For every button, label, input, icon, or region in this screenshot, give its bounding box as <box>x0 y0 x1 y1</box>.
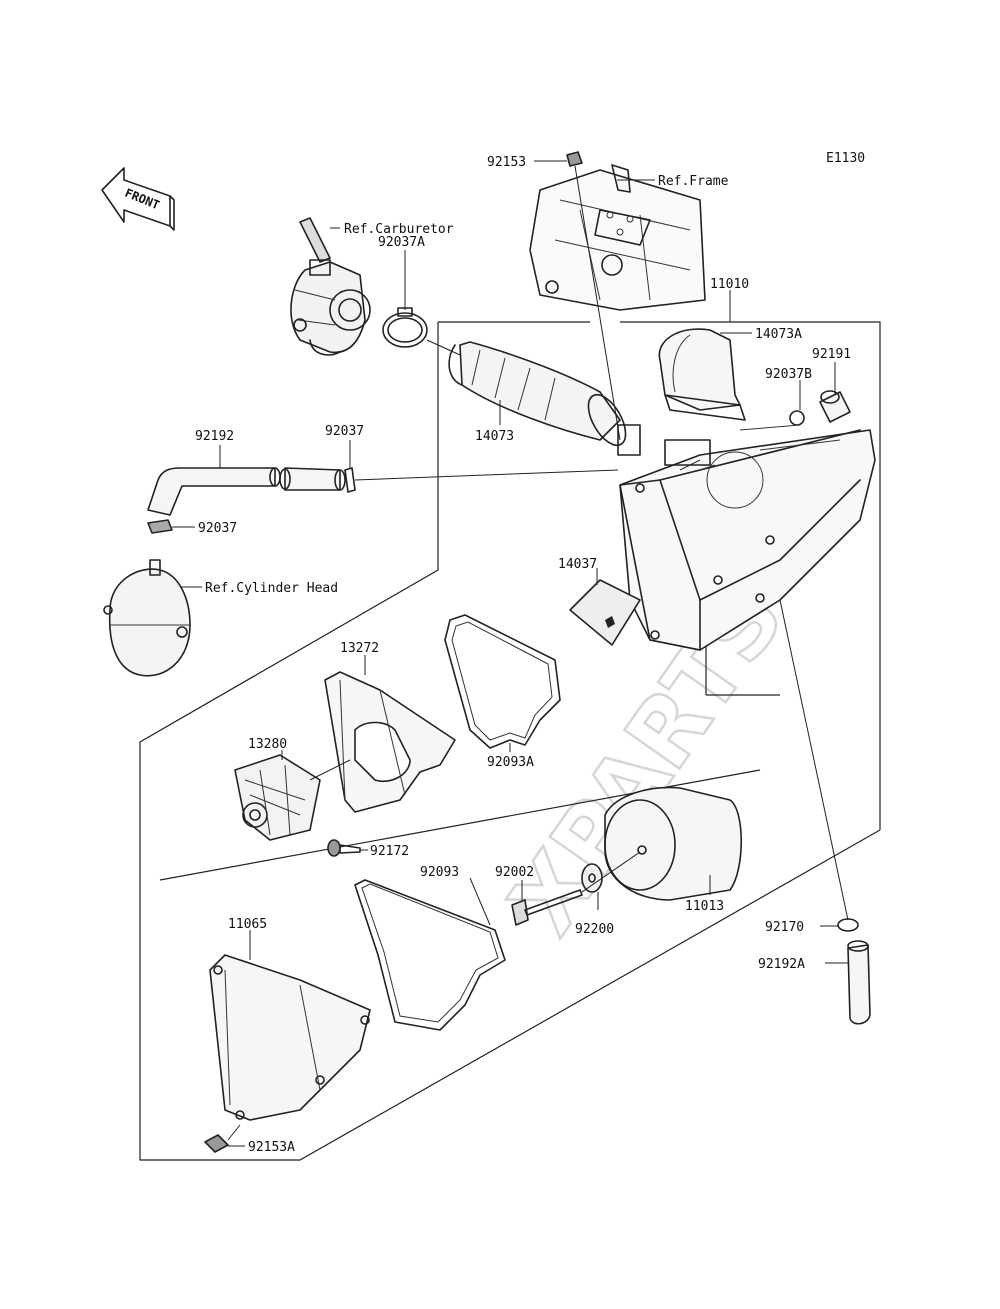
air-box-housing-11010 <box>617 424 876 651</box>
label-14037: 14037 <box>558 557 597 572</box>
filter-frame-13280 <box>234 754 321 841</box>
label-92002: 92002 <box>495 865 534 880</box>
gasket-92093a <box>444 614 561 749</box>
cap-92191 <box>819 390 851 423</box>
label-92153a: 92153A <box>248 1140 295 1155</box>
gasket-92093 <box>354 879 506 1031</box>
screw-92172 <box>327 839 361 857</box>
clip-92037-lower <box>147 519 173 534</box>
label-92093a: 92093A <box>487 755 534 770</box>
diagram-code: E1130 <box>826 151 865 166</box>
intake-duct-14073 <box>448 341 627 447</box>
breather-hose-92192 <box>147 467 346 516</box>
washer-92200 <box>581 863 603 893</box>
carburetor-part <box>290 217 371 356</box>
label-92037a: 92037A <box>378 235 425 250</box>
label-92170: 92170 <box>765 920 804 935</box>
label-14073a: 14073A <box>755 327 802 342</box>
label-ref-cylinder-head: Ref.Cylinder Head <box>205 581 338 596</box>
label-92153: 92153 <box>487 155 526 170</box>
label-92192a: 92192A <box>758 957 805 972</box>
label-92037b: 92037B <box>765 367 812 382</box>
label-ref-frame: Ref.Frame <box>658 174 729 189</box>
label-92192: 92192 <box>195 429 234 444</box>
filter-element-11013 <box>604 786 742 901</box>
holder-13272 <box>324 671 456 813</box>
bolt-92002 <box>511 851 641 926</box>
cover-11065 <box>209 954 371 1121</box>
clip-92037-upper <box>344 467 356 493</box>
label-92037-upper: 92037 <box>325 424 364 439</box>
elbow-duct-14073a <box>658 328 746 421</box>
label-ref-carburetor: Ref.Carburetor <box>344 222 454 237</box>
bolt-92153 <box>566 151 621 441</box>
bolt-92153a <box>204 1124 241 1153</box>
clamp-92170 <box>837 918 859 932</box>
label-11013: 11013 <box>685 899 724 914</box>
label-92093: 92093 <box>420 865 459 880</box>
label-13272: 13272 <box>340 641 379 656</box>
frame-part <box>529 164 706 311</box>
label-11065: 11065 <box>228 917 267 932</box>
leader-lines <box>172 160 848 1147</box>
clamp-92037b <box>789 410 805 426</box>
label-13280: 13280 <box>248 737 287 752</box>
clamp-92037a <box>382 307 428 348</box>
label-11010: 11010 <box>710 277 749 292</box>
front-arrow-icon: FRONT <box>101 167 175 231</box>
label-92191: 92191 <box>812 347 851 362</box>
label-92037-lower: 92037 <box>198 521 237 536</box>
label-92172: 92172 <box>370 844 409 859</box>
drain-hose-92192a <box>847 940 871 1025</box>
plate-14037 <box>569 579 641 646</box>
cylinder-head-part <box>103 559 191 677</box>
label-92200: 92200 <box>575 922 614 937</box>
label-14073: 14073 <box>475 429 514 444</box>
